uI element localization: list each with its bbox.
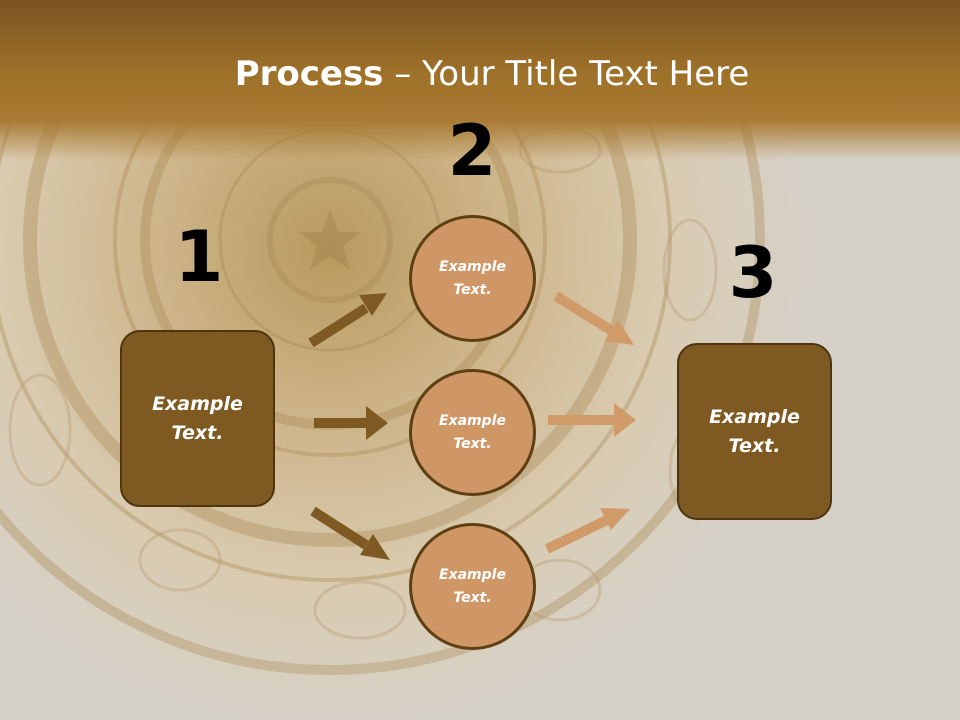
arrow-from-circle-bottom bbox=[544, 508, 630, 554]
title-bold: Process bbox=[234, 54, 384, 94]
step-number-3: 3 bbox=[728, 232, 778, 314]
step-2-circle-middle: Example Text. bbox=[409, 369, 536, 496]
step-3-box: Example Text. bbox=[677, 343, 832, 520]
circle-bottom-text: Example Text. bbox=[439, 566, 506, 606]
step-1-box: Example Text. bbox=[120, 330, 275, 507]
step-number-1: 1 bbox=[174, 216, 224, 298]
circle-top-text: Example Text. bbox=[439, 258, 506, 298]
step-3-text: Example Text. bbox=[709, 405, 800, 457]
title-band bbox=[0, 0, 960, 160]
arrow-from-circle-middle bbox=[548, 403, 636, 437]
arrow-to-circle-top bbox=[308, 293, 387, 348]
step-2-circle-top: Example Text. bbox=[409, 215, 536, 342]
step-1-text: Example Text. bbox=[152, 392, 243, 444]
circle-middle-text: Example Text. bbox=[439, 412, 506, 452]
slide-title: Process – Your Title Text Here bbox=[0, 52, 960, 96]
arrow-to-circle-middle bbox=[314, 406, 388, 440]
step-number-2: 2 bbox=[447, 110, 497, 192]
step-2-circle-bottom: Example Text. bbox=[409, 523, 536, 650]
arrow-to-circle-bottom bbox=[310, 506, 390, 560]
arrow-from-circle-top bbox=[553, 291, 634, 345]
title-rest: – Your Title Text Here bbox=[383, 54, 750, 94]
